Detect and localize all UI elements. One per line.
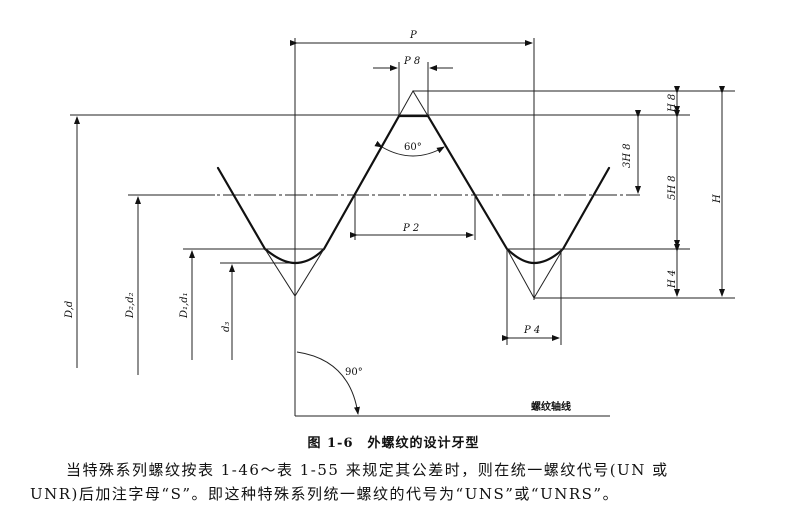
reference-lines [70,90,735,299]
flank-angle: 60° [374,140,445,157]
h-label: H [712,194,723,204]
five-h-eighths-label: 5H 8 [667,175,678,200]
crest-width-label: P 8 [403,56,420,67]
height-dimensions: H 8 5H 8 H 4 H [667,86,725,297]
thread-profile [216,90,611,300]
quarter-pitch-dimension: P 4 [502,249,562,345]
axis-angle-label: 90° [345,367,363,378]
quarter-pitch-label: P 4 [523,325,540,336]
pitch-label: P [409,30,417,41]
h-quarter-label: H 4 [667,270,678,289]
pitch-dimension: P [290,30,535,300]
paragraph-line-1: 当特殊系列螺纹按表 1-46～表 1-55 来规定其公差时，则在统一螺纹代号(U… [66,461,669,479]
paragraph-line-2: UNR)后加注字母“S”。即这种特殊系列统一螺纹的代号为“UNS”或“UNRS”… [30,485,620,503]
pitch-diameter-label: D₂,d₂ [125,292,136,319]
h-eighth-label: H 8 [667,94,678,113]
half-pitch-label: P 2 [402,223,419,234]
three-h-eighths-dimension: 3H 8 [622,110,641,194]
major-diameter-label: D,d [64,301,75,319]
thread-axis: 90° 螺纹轴线 [294,300,610,417]
half-pitch-dimension: P 2 [350,195,476,240]
thread-profile-diagram: P P 8 60° [64,30,735,417]
figure-caption: 图 1-6 外螺纹的设计牙型 [307,436,480,451]
root-diameter-label: d₃ [221,322,232,332]
diameter-dimensions: D,d D₂,d₂ D₁,d₁ d₃ [64,116,235,375]
crest-width-dimension: P 8 [373,56,453,116]
flank-angle-label: 60° [404,142,422,153]
thread-axis-label: 螺纹轴线 [531,400,571,413]
three-h-eighths-label: 3H 8 [622,143,633,168]
minor-diameter-label: D₁,d₁ [179,292,190,319]
